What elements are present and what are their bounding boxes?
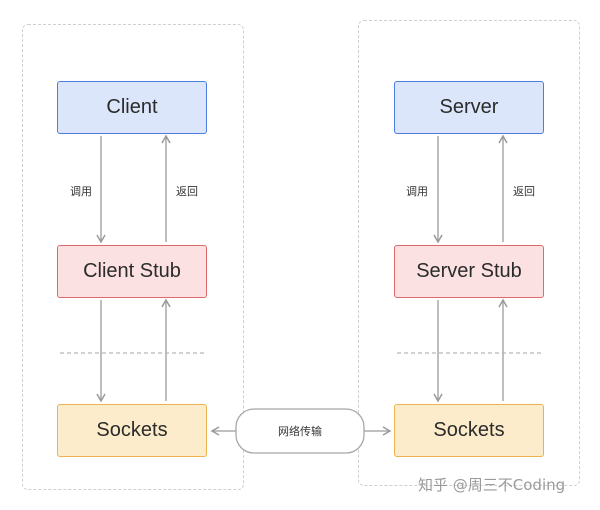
client-sockets-box-label: Sockets <box>96 419 168 441</box>
client-panel <box>22 24 244 490</box>
client-stub-box-label: Client Stub <box>83 260 181 282</box>
network-label-text: 网络传输 <box>278 425 322 438</box>
server-return-label: 返回 <box>513 185 535 198</box>
server-stub-box-label: Server Stub <box>416 260 522 282</box>
network-label: 网络传输 <box>236 409 364 453</box>
server-box-label: Server <box>439 96 499 118</box>
server-stub-box: Server Stub <box>394 245 544 298</box>
watermark-text: 知乎 @周三不Coding <box>418 476 566 494</box>
client-box-label: Client <box>106 96 158 118</box>
client-call-label: 调用 <box>70 185 92 198</box>
network-bubble <box>235 408 365 454</box>
server-box: Server <box>394 81 544 134</box>
server-sockets-box-label: Sockets <box>433 419 505 441</box>
client-sockets-box: Sockets <box>57 404 207 457</box>
client-stub-box: Client Stub <box>57 245 207 298</box>
server-panel <box>358 20 580 486</box>
client-box: Client <box>57 81 207 134</box>
server-sockets-box: Sockets <box>394 404 544 457</box>
client-return-label: 返回 <box>176 185 198 198</box>
server-call-label: 调用 <box>406 185 428 198</box>
